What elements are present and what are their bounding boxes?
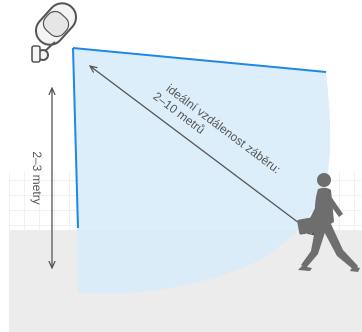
height-label: 2–3 metry <box>30 151 44 204</box>
distance-arrow <box>90 66 315 235</box>
security-camera-icon <box>31 2 78 63</box>
walking-person-with-briefcase-icon <box>297 173 360 272</box>
left-boundary-line <box>72 47 79 229</box>
